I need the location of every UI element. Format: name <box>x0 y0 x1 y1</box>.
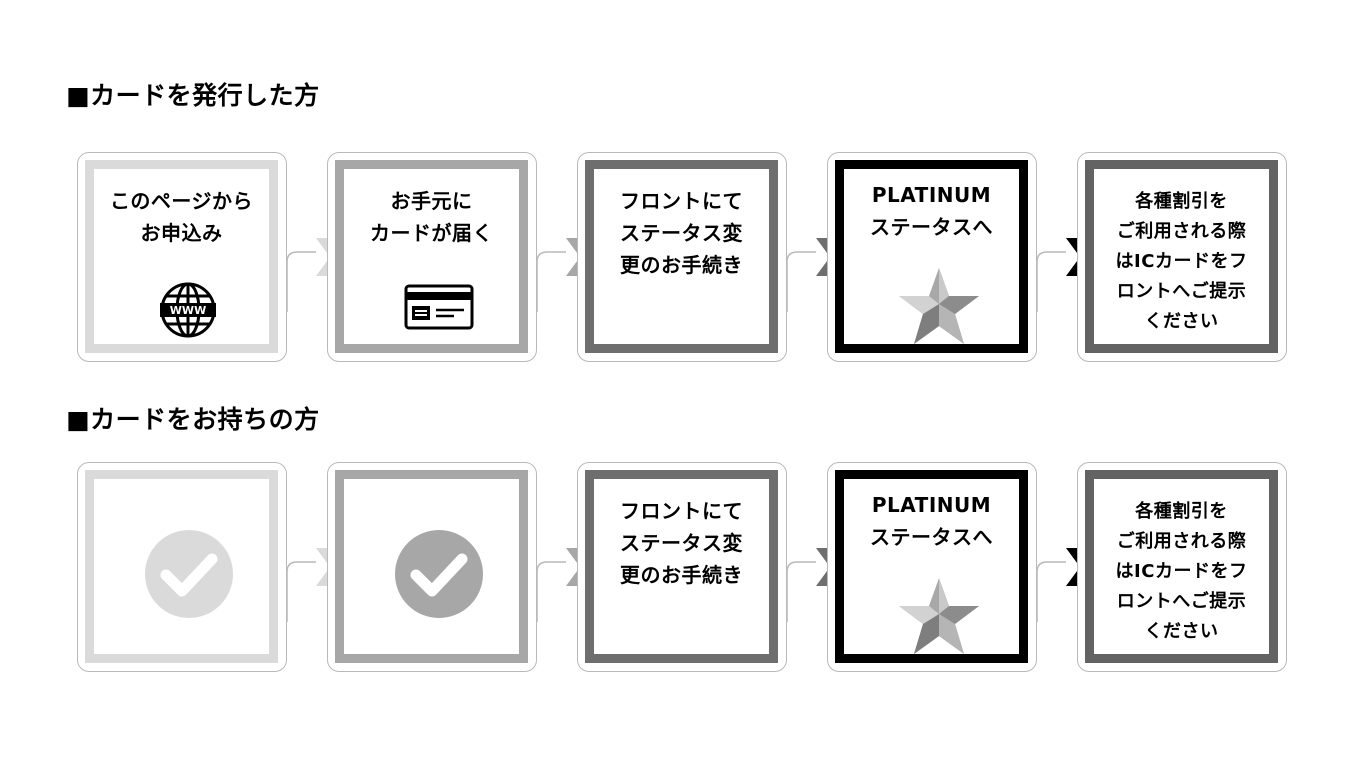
globe-www-text: WWW <box>170 304 206 317</box>
step-apply-done <box>77 462 287 672</box>
step-label: このページから お申込み <box>109 189 254 245</box>
checkmark-icon <box>395 530 483 618</box>
flow-row-have-card: フロントにて ステータス変 更のお手続き PLATINUM ステータスへ 各種割… <box>0 462 1366 672</box>
step-card-done <box>327 462 537 672</box>
section-title-have-card: ■カードをお持ちの方 <box>66 405 320 434</box>
checkmark-icon <box>145 530 233 618</box>
step-card-delivered: お手元に カードが届く <box>327 152 537 362</box>
step-platinum-status: PLATINUM ステータスへ <box>827 462 1037 672</box>
star-icon <box>899 268 979 344</box>
step-show-ic-card: 各種割引を ご利用される際 はICカードをフ ロントへご提示 ください <box>1077 462 1287 672</box>
flow-row-issued: このページから お申込み WWW お手元に カードが届く <box>0 152 1366 362</box>
step-platinum-status: PLATINUM ステータスへ <box>827 152 1037 362</box>
step-label: PLATINUM ステータスへ <box>870 183 993 239</box>
card-icon <box>404 284 474 330</box>
step-label: フロントにて ステータス変 更のお手続き <box>620 499 743 587</box>
step-front-desk-change: フロントにて ステータス変 更のお手続き <box>577 152 787 362</box>
step-label: フロントにて ステータス変 更のお手続き <box>620 189 743 277</box>
step-front-desk-change: フロントにて ステータス変 更のお手続き <box>577 462 787 672</box>
step-show-ic-card: 各種割引を ご利用される際 はICカードをフ ロントへご提示 ください <box>1077 152 1287 362</box>
step-label: PLATINUM ステータスへ <box>870 493 993 549</box>
step-label: お手元に カードが届く <box>370 189 493 245</box>
section-title-issued: ■カードを発行した方 <box>66 81 320 110</box>
star-icon <box>899 578 979 654</box>
globe-www-icon: WWW <box>160 282 216 338</box>
step-label: 各種割引を ご利用される際 はICカードをフ ロントへご提示 ください <box>1115 191 1248 332</box>
step-label: 各種割引を ご利用される際 はICカードをフ ロントへご提示 ください <box>1115 501 1248 642</box>
step-apply-online: このページから お申込み WWW <box>77 152 287 362</box>
